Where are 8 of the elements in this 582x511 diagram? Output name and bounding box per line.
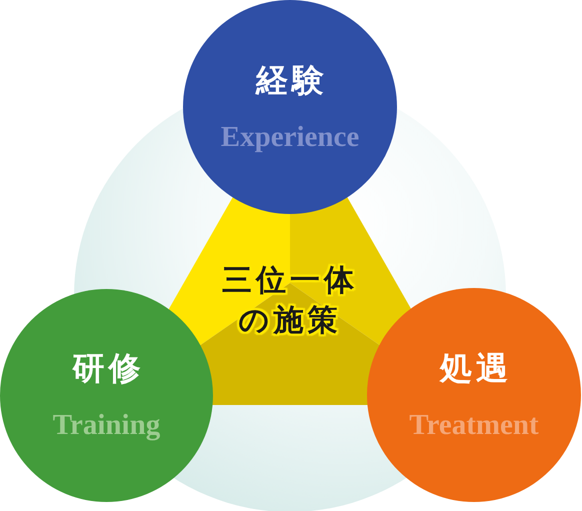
subheading: Experience xyxy=(220,120,360,154)
heading: 研修 xyxy=(71,349,144,387)
subheading: Treatment xyxy=(409,408,539,442)
subheading: Training xyxy=(52,408,160,442)
triangle xyxy=(169,197,411,405)
heading: 処遇 xyxy=(438,348,512,386)
center-heading: 三位一体の施策 xyxy=(221,262,359,340)
heading: 経験 xyxy=(254,60,328,98)
